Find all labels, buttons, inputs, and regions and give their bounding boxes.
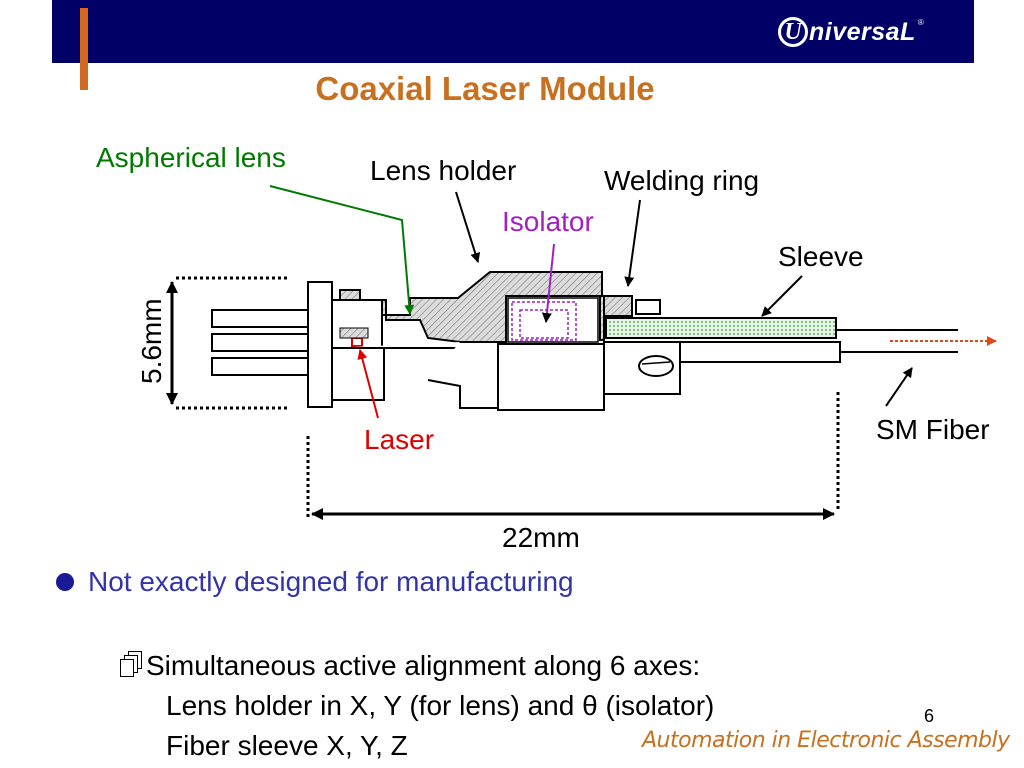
isolator-body: [507, 297, 599, 343]
isolator-label: Isolator: [502, 206, 594, 237]
laser-flange: [307, 281, 333, 408]
sub-bullet-line-1: Simultaneous active alignment along 6 ax…: [146, 650, 701, 681]
welding-ring-leader: [624, 199, 641, 287]
footer-tagline: Automation in Electronic Assembly: [642, 728, 1010, 753]
sub-bullet: Simultaneous active alignment along 6 ax…: [120, 646, 714, 766]
laser-label: Laser: [364, 424, 435, 455]
logo-mark: U: [778, 17, 808, 47]
aspherical-lens-label: Aspherical lens: [96, 142, 286, 173]
sleeve-lower: [679, 341, 841, 363]
sub-bullet-line-2: Lens holder in X, Y (for lens) and θ (is…: [166, 690, 715, 721]
universal-logo: U niversaL ®: [778, 10, 924, 54]
document-stack-icon: [120, 651, 142, 677]
accent-bar: [80, 8, 88, 90]
sleeve-leader: [761, 275, 803, 317]
length-dimension-label: 22mm: [502, 522, 580, 553]
welding-ring-label: Welding ring: [604, 165, 760, 196]
lens-holder-leader: [455, 191, 481, 263]
laser-leader: [357, 349, 379, 419]
sm-fiber-leader: [885, 367, 913, 407]
isolator-leader: [541, 243, 555, 323]
registered-mark: ®: [917, 18, 924, 27]
logo-text: niversaL: [809, 17, 916, 46]
laser-mount: [339, 327, 369, 339]
length-dimension: [306, 392, 840, 520]
bullet-dot-icon: [56, 573, 74, 591]
sleeve-label: Sleeve: [778, 241, 864, 272]
header-banner: [52, 0, 974, 63]
welding-ring: [603, 295, 681, 395]
page-number: 6: [924, 706, 935, 726]
aspherical-lens-leader: [269, 185, 415, 315]
laser-chip: [351, 337, 363, 347]
lens-holder-label: Lens holder: [370, 155, 517, 186]
laser-pins: [211, 309, 311, 376]
height-dimension: [166, 276, 290, 410]
lens-holder-lower: [332, 341, 605, 411]
sm-fiber-label: SM Fiber: [876, 414, 990, 445]
sm-fiber: [836, 329, 958, 353]
sub-bullet-line-3: Fiber sleeve X, Y, Z: [166, 730, 408, 761]
height-dimension-label: 5.6mm: [136, 298, 167, 384]
slide-title: Coaxial Laser Module: [315, 70, 655, 107]
main-bullet-text: Not exactly designed for manufacturing: [88, 566, 574, 597]
fiber-sleeve: [605, 317, 837, 339]
main-bullet: Not exactly designed for manufacturing: [56, 566, 574, 598]
